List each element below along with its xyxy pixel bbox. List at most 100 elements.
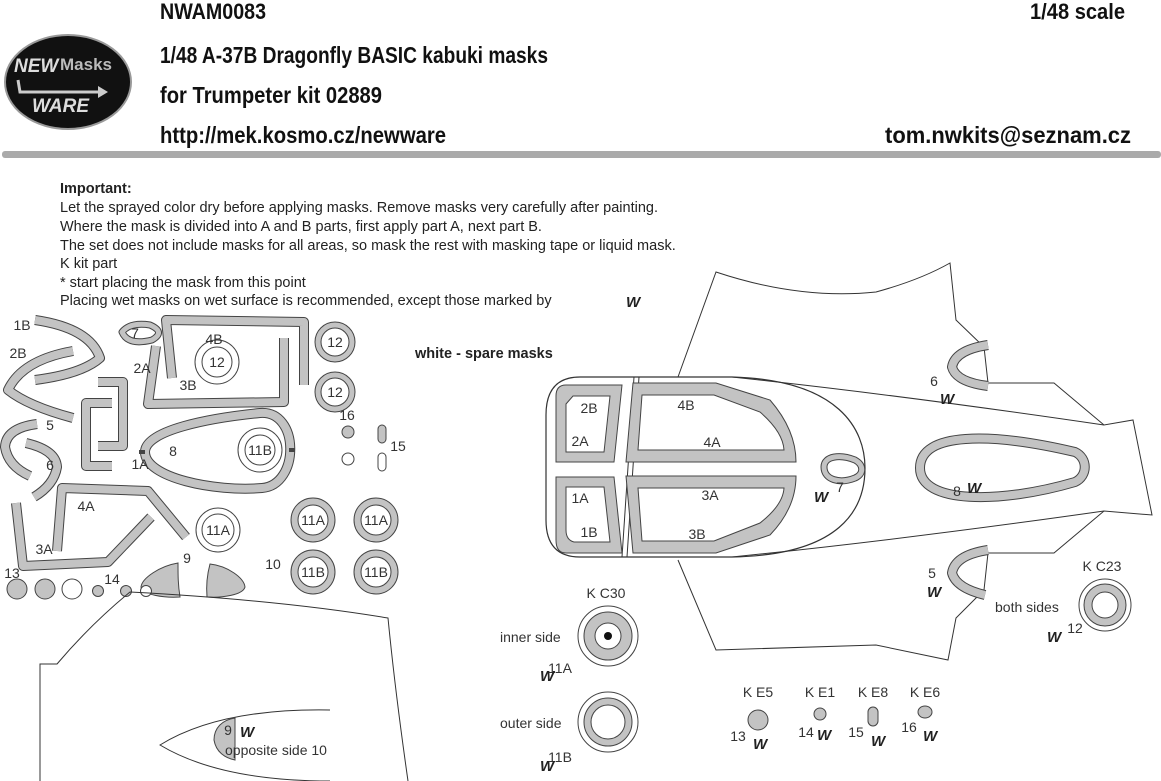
wet-mark-icon: W — [240, 724, 256, 741]
kit-part-E8 — [867, 706, 879, 727]
spare-mask-16 — [341, 452, 355, 466]
mask-6-placement — [948, 341, 989, 390]
new-ware-logo: NEW Masks WARE — [4, 34, 132, 130]
part-label: both sides — [995, 599, 1059, 615]
wet-mark-icon: W — [753, 736, 769, 753]
part-label: 3A — [35, 541, 53, 557]
kit-subtitle: for Trumpeter kit 02889 — [160, 82, 382, 108]
part-label: 12 — [327, 334, 343, 350]
part-label: 11A — [301, 512, 326, 528]
part-label: 12 — [1067, 620, 1083, 636]
mask-1B — [34, 316, 104, 384]
logo-text: NEW — [14, 56, 60, 77]
part-label: 14 — [104, 571, 120, 587]
part-label: 8 — [169, 443, 177, 459]
instructions-heading: Important: — [60, 181, 132, 197]
instruction-line: Let the sprayed color dry before applyin… — [60, 200, 658, 216]
part-label: 11B — [248, 442, 272, 458]
mask-sheet — [0, 315, 399, 600]
spare-mask-13 — [61, 578, 83, 600]
mask-6 — [25, 439, 61, 501]
mask-13 — [34, 578, 56, 600]
instruction-line: Where the mask is divided into A and B p… — [60, 219, 542, 235]
part-label: outer side — [500, 715, 562, 731]
mask-13 — [6, 578, 28, 600]
instruction-line: The set does not include masks for all a… — [60, 238, 676, 254]
mask-8-placement — [916, 434, 1089, 502]
part-label: inner side — [500, 629, 561, 645]
part-label: 15 — [848, 724, 864, 740]
part-label: 11A — [548, 660, 573, 676]
website-link[interactable]: http://mek.kosmo.cz/newware — [160, 122, 446, 148]
part-label: K E6 — [910, 684, 941, 700]
part-label: K C23 — [1083, 558, 1122, 574]
part-label: 2A — [133, 360, 151, 376]
part-label: 11B — [548, 749, 572, 765]
part-label: 11B — [301, 564, 325, 580]
part-label: 4B — [677, 397, 694, 413]
part-label: 5 — [928, 565, 936, 581]
instruction-line: K kit part — [60, 256, 117, 272]
part-label: 3A — [701, 487, 719, 503]
part-label: 1A — [571, 490, 589, 506]
part-label: 12 — [209, 354, 225, 370]
wet-mark-icon: W — [817, 727, 833, 744]
mask-8 — [141, 409, 295, 493]
part-label: 6 — [930, 373, 938, 389]
part-label: 15 — [390, 438, 406, 454]
mask-7-placement — [821, 454, 865, 484]
part-label: 6 — [46, 457, 54, 473]
part-label: 11A — [206, 522, 231, 538]
wet-mark-icon: W — [540, 668, 556, 685]
logo-text: Masks — [60, 55, 112, 74]
part-label: 4A — [77, 498, 95, 514]
spare-masks-note: white - spare masks — [414, 346, 553, 362]
part-label: 7 — [131, 325, 139, 341]
wet-mark-icon: W — [1047, 629, 1063, 646]
part-label: K C30 — [587, 585, 626, 601]
spare-mask-15 — [377, 452, 387, 472]
part-label: 11A — [364, 512, 389, 528]
mask-14 — [92, 585, 104, 597]
wet-mark-icon: W — [814, 489, 830, 506]
kit-part-E6 — [917, 705, 933, 719]
mask-4B — [162, 316, 308, 385]
part-label: 9 — [224, 722, 232, 738]
part-label: 5 — [46, 417, 54, 433]
canopy-top-view — [545, 262, 1153, 753]
spare-mask-14 — [140, 585, 152, 597]
part-label: 10 — [265, 556, 281, 572]
part-label: 3B — [179, 377, 196, 393]
fuselage-side-view — [39, 591, 409, 781]
mask-3A — [12, 502, 154, 570]
mask-10 — [206, 563, 246, 598]
part-label: 14 — [798, 724, 814, 740]
wet-mark-icon: W — [967, 480, 983, 497]
part-label: K E8 — [858, 684, 889, 700]
part-label: 16 — [339, 407, 355, 423]
mask-4A — [53, 484, 190, 552]
mask-15 — [377, 424, 387, 444]
part-label: K E1 — [805, 684, 836, 700]
part-label: 8 — [953, 483, 961, 499]
part-label: 2A — [571, 433, 589, 449]
part-label: 2B — [580, 400, 597, 416]
part-label: 12 — [327, 384, 343, 400]
wet-mark-icon: W — [927, 584, 943, 601]
wet-mark-icon: W — [940, 391, 956, 408]
email-link[interactable]: tom.nwkits@seznam.cz — [885, 122, 1131, 148]
mask-7 — [119, 321, 161, 345]
part-label: 2B — [9, 345, 26, 361]
kit-part-E5 — [747, 709, 769, 731]
header-divider — [2, 151, 1161, 158]
part-label: 11B — [364, 564, 388, 580]
part-label: 4A — [703, 434, 721, 450]
mask-5 — [1, 420, 38, 480]
mask-14 — [120, 585, 132, 597]
product-code: NWAM0083 — [160, 0, 266, 24]
part-label: 1B — [580, 524, 597, 540]
part-label: 7 — [836, 479, 844, 495]
